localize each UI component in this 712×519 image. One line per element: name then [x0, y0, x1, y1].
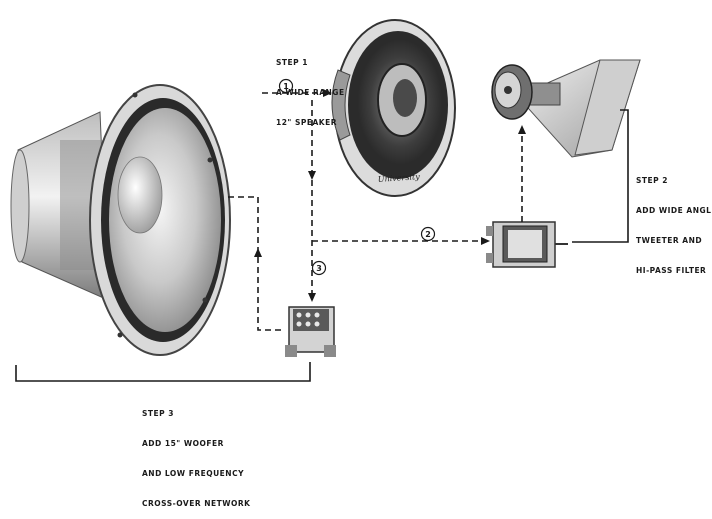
crossover-foot-left [285, 345, 297, 357]
bracket-step2 [572, 109, 629, 243]
tweeter-terminal [504, 86, 512, 94]
arrow-to-tweeter [518, 125, 526, 134]
step3-line3: AND LOW FREQUENCY [142, 469, 245, 478]
step2-label: STEP 2 ADD WIDE ANGLE TWEETER AND HI-PAS… [636, 156, 712, 286]
step3-line4: CROSS-OVER NETWORK [142, 499, 251, 508]
filter-mount-left [486, 226, 493, 236]
path-woofer-to-crossover [228, 196, 285, 331]
wide-angle-tweeter [491, 59, 641, 158]
arrow-to-12-speaker [323, 89, 332, 97]
woofer-dust-cap [117, 156, 163, 234]
marker-3-label: 3 [316, 264, 322, 273]
low-frequency-crossover-network [285, 306, 336, 357]
crossover-foot-right [324, 345, 336, 357]
step2-line4: HI-PASS FILTER [636, 266, 707, 275]
step2-line3: TWEETER AND [636, 236, 703, 245]
signal-path-lines [15, 92, 629, 382]
step1-label: STEP 1 A WIDE RANGE 12" SPEAKER [276, 38, 345, 138]
arrow-up-woofer-line [254, 248, 262, 257]
step3-line2: ADD 15" WOOFER [142, 439, 224, 448]
woofer-bolt [202, 297, 208, 303]
marker-1: 1 [278, 78, 294, 94]
marker-2: 2 [420, 226, 436, 242]
speaker12-brand: University [378, 172, 421, 184]
woofer-bolt [207, 157, 213, 163]
step3-line1: STEP 3 [142, 409, 174, 418]
hi-pass-filter-box [486, 221, 568, 268]
marker-1-label: 1 [283, 82, 289, 91]
arrow-to-filter [481, 237, 490, 245]
bracket-step3 [15, 362, 311, 382]
woofer-bolt [117, 332, 123, 338]
speaker12-magnet [331, 69, 351, 141]
marker-2-label: 2 [425, 230, 431, 239]
step1-line2: A WIDE RANGE [276, 88, 345, 97]
marker-3: 3 [311, 260, 327, 276]
arrowheads [254, 89, 526, 302]
arrow-down-to-crossover [308, 293, 316, 302]
crossover-terminals [296, 312, 320, 327]
step3-label: STEP 3 ADD 15" WOOFER AND LOW FREQUENCY … [142, 389, 250, 519]
step1-line1: STEP 1 [276, 58, 308, 67]
step2-line2: ADD WIDE ANGLE [636, 206, 712, 215]
filter-panel [508, 230, 542, 258]
filter-mount-left-2 [486, 253, 493, 263]
system-diagram: University [10, 19, 641, 382]
arrow-trunk-down [308, 171, 316, 180]
woofer-15-inch [10, 84, 231, 356]
wide-range-12-inch-speaker: University [331, 19, 456, 197]
speaker12-center [393, 79, 417, 117]
crossover-top [293, 309, 329, 331]
woofer-bolt [132, 92, 138, 98]
step1-line3: 12" SPEAKER [276, 118, 337, 127]
woofer-back-cap [10, 149, 30, 263]
tweeter-horn-mouth [574, 59, 641, 156]
step2-line1: STEP 2 [636, 176, 668, 185]
